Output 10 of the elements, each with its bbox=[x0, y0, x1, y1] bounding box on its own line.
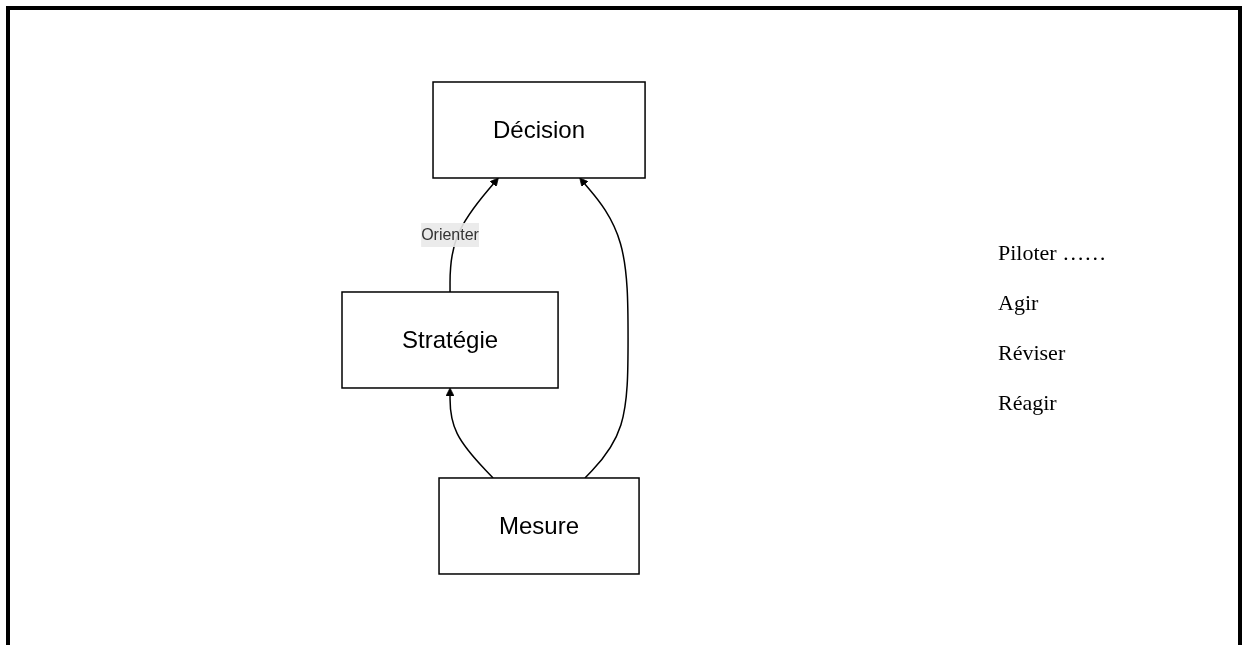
edge-label: Orienter bbox=[421, 225, 480, 243]
node-box: Stratégie bbox=[341, 290, 560, 389]
note-text: Agir bbox=[998, 289, 1040, 316]
arrow bbox=[579, 177, 630, 479]
node-box: Mesure bbox=[438, 476, 641, 575]
note-text: Piloter …… bbox=[998, 239, 1108, 266]
node-box: Décision bbox=[432, 80, 647, 179]
arrow bbox=[446, 387, 495, 479]
note-text: Réviser bbox=[998, 339, 1067, 366]
note-text: Réagir bbox=[998, 389, 1058, 416]
